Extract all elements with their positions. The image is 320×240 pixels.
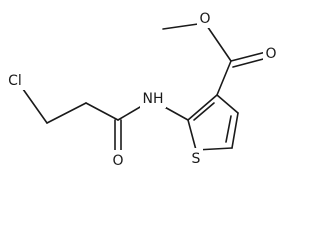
atom-amide-nitrogen: NH xyxy=(140,88,166,108)
ester-ether-oxygen-label: O xyxy=(199,11,210,27)
atom-ester-ether-oxygen: O xyxy=(197,8,213,28)
bond-c4-c3 xyxy=(216,94,239,114)
atom-chlorine: Cl xyxy=(2,70,28,90)
bond-c3-c2-b xyxy=(193,102,215,121)
amide-oxygen-label: O xyxy=(112,153,123,169)
bond-c5-c4-a xyxy=(231,112,239,149)
bond-c2-s xyxy=(187,119,197,151)
atom-ester-carbonyl-oxygen: O xyxy=(263,43,279,63)
bond-c1-c2 xyxy=(46,102,87,124)
atom-labels: Cl NH O O O S xyxy=(2,8,279,170)
bond-c2-c3 xyxy=(85,102,119,121)
chlorine-label: Cl xyxy=(8,73,22,89)
bond-ester-c-o xyxy=(204,22,232,62)
bond-c3-ester-c xyxy=(216,60,232,96)
bond-c3-c2-a xyxy=(187,94,218,121)
atom-amide-oxygen: O xyxy=(110,150,126,170)
amide-nitrogen-label: NH xyxy=(143,91,164,107)
bond-c5-c4-b xyxy=(225,115,232,143)
atom-thiophene-sulfur: S xyxy=(189,148,203,168)
bonds xyxy=(17,22,272,153)
thiophene-sulfur-label: S xyxy=(192,151,201,167)
molecule-structure: Cl NH O O O S xyxy=(2,8,279,170)
ester-carbonyl-oxygen-label: O xyxy=(265,46,276,62)
